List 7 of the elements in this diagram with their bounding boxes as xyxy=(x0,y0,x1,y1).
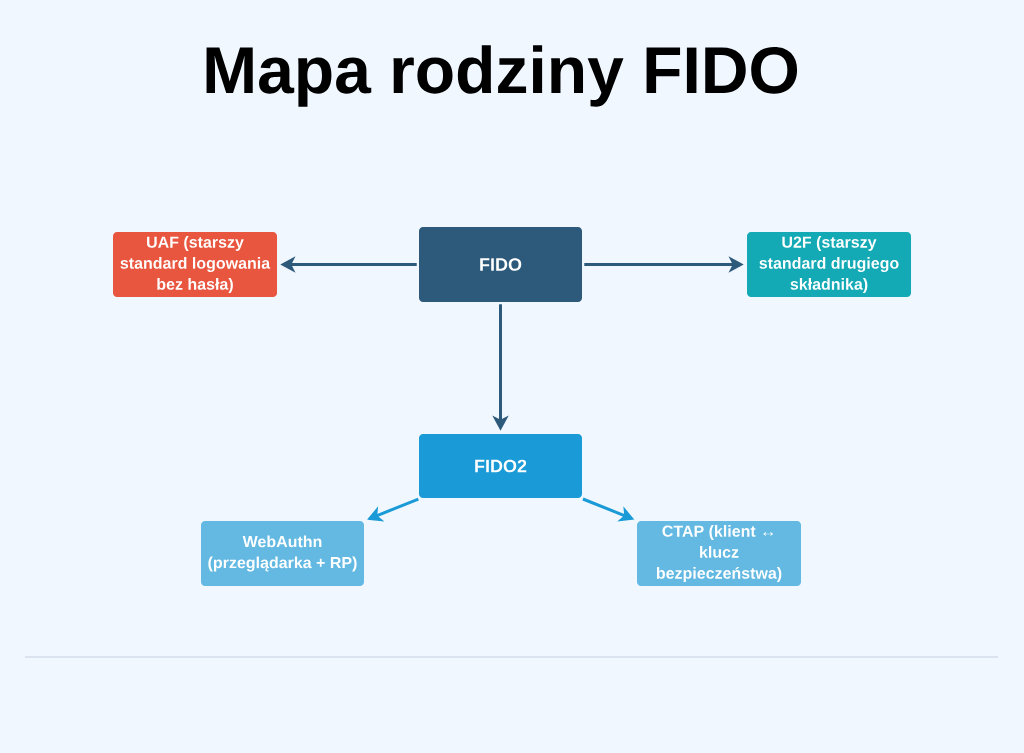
title: Mapa rodziny FIDO xyxy=(206,45,798,107)
standard-box: U2F (starszy standard drugiego składnika) xyxy=(747,232,911,297)
component-box: WebAuthn (przeglądarka + RP) xyxy=(201,521,364,586)
protocol-box: FIDO2 xyxy=(419,434,582,498)
component-box: CTAP (klient ↔ klucz bezpieczeństwa) xyxy=(637,521,801,586)
standard-box: UAF (starszy standard logowania bez hasła) xyxy=(113,232,277,297)
root-box: FIDO xyxy=(419,227,582,302)
